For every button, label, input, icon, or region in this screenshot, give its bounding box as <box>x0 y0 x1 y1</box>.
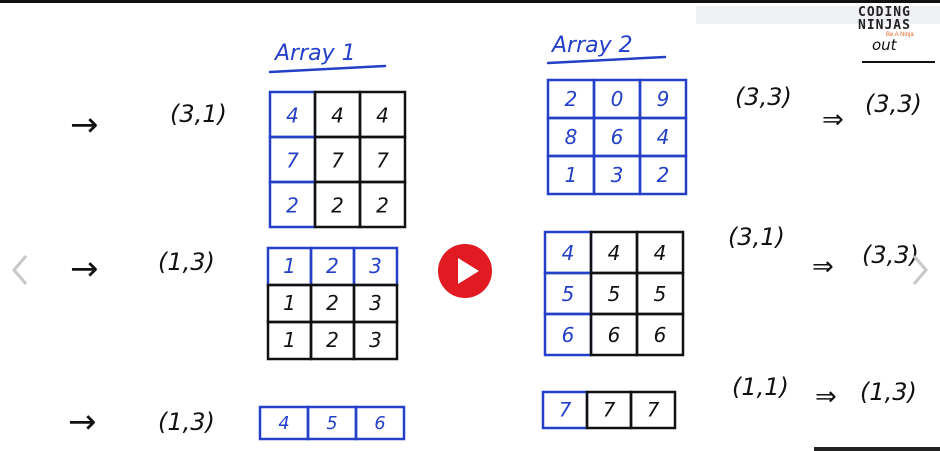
cell-value: 5 <box>326 414 337 434</box>
array1-shape: (1,3) <box>158 248 215 276</box>
cell-value: 4 <box>608 241 621 265</box>
cell-value: 5 <box>654 282 667 306</box>
cell-value: 2 <box>326 254 339 278</box>
cell-value: 4 <box>278 414 289 434</box>
cell-value: 4 <box>376 104 389 128</box>
cell-value: 4 <box>331 104 344 128</box>
cell-value: 4 <box>654 241 667 265</box>
coding-ninjas-logo: CODING NINJAS Be A Ninja <box>858 6 938 66</box>
cell-value: 4 <box>562 241 575 265</box>
output-shape: (3,3) <box>862 241 919 269</box>
cell-value: 5 <box>562 282 575 306</box>
array2-header: Array 2 <box>550 33 633 58</box>
cell-value: 6 <box>608 323 621 347</box>
cell-value: 0 <box>611 87 624 111</box>
grid-cell <box>629 390 677 430</box>
play-button[interactable] <box>437 243 493 299</box>
cell-value: 8 <box>565 125 578 149</box>
implies-arrow: ⇒ <box>815 382 837 412</box>
cell-value: 7 <box>647 398 660 421</box>
row-arrow: → <box>68 402 97 442</box>
cell-value: 6 <box>562 323 575 347</box>
implies-arrow: ⇒ <box>812 252 834 282</box>
cell-value: 2 <box>326 291 339 315</box>
cell-value: 2 <box>326 328 339 352</box>
logo-line-2: NINJAS <box>858 18 911 33</box>
array2-shape: (3,1) <box>728 223 785 251</box>
grid-cell <box>358 180 407 229</box>
cell-value: 3 <box>369 254 382 278</box>
cell-value: 9 <box>657 87 670 111</box>
cell-value: 7 <box>559 398 572 421</box>
array1-header: Array 1 <box>273 41 356 66</box>
next-slide-button[interactable] <box>904 250 934 290</box>
logo-line-1: CODING <box>858 5 911 20</box>
cell-value: 2 <box>331 194 344 218</box>
grid-cell <box>635 312 685 357</box>
cell-value: 1 <box>283 254 296 278</box>
cell-value: 6 <box>374 414 385 434</box>
cell-value: 2 <box>565 87 578 111</box>
array1-grid: 4 5 6 <box>258 405 406 441</box>
cell-value: 7 <box>331 149 344 173</box>
array2-grid: 7 7 7 <box>541 390 677 430</box>
cell-value: 4 <box>286 104 299 128</box>
array2-grid: 4 4 4 5 5 5 6 6 6 <box>543 230 685 357</box>
chevron-right-icon <box>912 255 928 285</box>
array2-shape: (1,1) <box>732 373 789 401</box>
cell-value: 2 <box>286 194 299 218</box>
cell-value: 1 <box>283 328 296 352</box>
cell-value: 7 <box>286 149 299 173</box>
cell-value: 2 <box>657 163 670 187</box>
cell-value: 2 <box>376 194 389 218</box>
out-header: out <box>872 36 898 54</box>
rows-layer: → (3,1) 4 4 4 7 7 7 2 2 2 2 0 9 8 6 4 1 3 2 (3,3) ⇒ (3,3) → (1,3… <box>68 78 922 442</box>
progress-track <box>814 447 940 451</box>
cell-value: 6 <box>611 125 624 149</box>
cell-value: 3 <box>369 291 382 315</box>
cell-value: 6 <box>654 323 667 347</box>
cell-value: 5 <box>608 282 621 306</box>
cell-value: 1 <box>565 163 578 187</box>
previous-slide-button[interactable] <box>6 250 36 290</box>
array1-grid: 1 2 3 1 2 3 1 2 3 <box>266 246 399 361</box>
output-shape: (3,3) <box>865 90 922 118</box>
play-icon <box>438 244 492 298</box>
cell-value: 4 <box>657 125 670 149</box>
cell-value: 3 <box>611 163 624 187</box>
row-arrow: → <box>70 105 99 145</box>
array2-shape: (3,3) <box>735 83 792 111</box>
cell-value: 3 <box>369 328 382 352</box>
array2-grid: 2 0 9 8 6 4 1 3 2 <box>546 78 688 196</box>
implies-arrow: ⇒ <box>822 105 844 135</box>
array1-shape: (1,3) <box>158 408 215 436</box>
grid-cell <box>354 405 406 441</box>
grid-cell <box>638 154 688 196</box>
cell-value: 1 <box>283 291 296 315</box>
row-arrow: → <box>70 249 99 289</box>
cell-value: 7 <box>603 398 616 421</box>
output-shape: (1,3) <box>860 378 917 406</box>
array2-header-underline <box>546 55 667 65</box>
logo-tagline: Be A Ninja <box>886 32 914 38</box>
top-border <box>0 0 940 3</box>
array1-shape: (3,1) <box>170 100 227 128</box>
array1-header-underline <box>268 64 387 74</box>
chevron-left-icon <box>12 255 28 285</box>
logo-strip <box>696 6 940 24</box>
cell-value: 7 <box>376 149 389 173</box>
grid-cell <box>352 320 399 361</box>
array1-grid: 4 4 4 7 7 7 2 2 2 <box>268 90 407 229</box>
